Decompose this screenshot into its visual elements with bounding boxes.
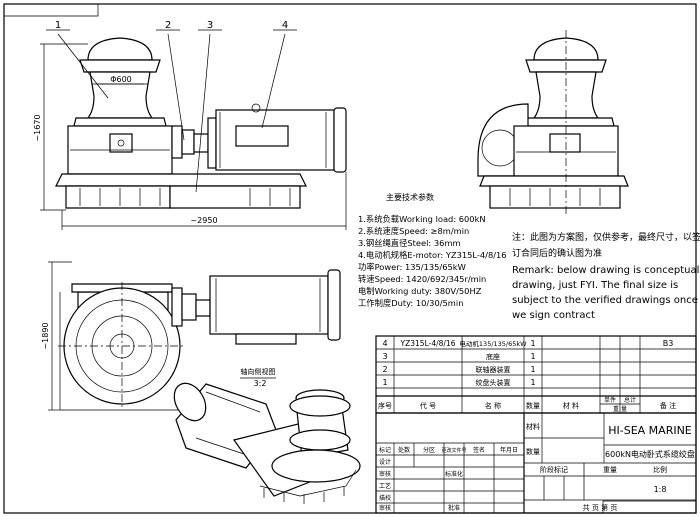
- callout-1: 1: [55, 20, 61, 31]
- bom-header-material: 材 料: [563, 401, 579, 410]
- bom-row-name: 底座: [486, 352, 500, 361]
- rev-col-count: 处数: [398, 446, 410, 454]
- sheet-border: [3, 3, 697, 514]
- length-dim: ~2950: [190, 216, 217, 225]
- diameter-dim: Φ600: [110, 75, 132, 84]
- note-en-1: Remark: below drawing is conceptual: [512, 265, 699, 276]
- rev-col-doc: 更改文件号: [441, 447, 466, 454]
- bom-header-weight: 重 量: [613, 405, 627, 413]
- axon-view: [173, 377, 361, 504]
- role-trace: 描校: [379, 494, 391, 502]
- corner-tag: [4, 3, 99, 17]
- rev-col-sign: 签名: [473, 446, 485, 454]
- note-cn-1: 注：此图为方案图，仅供参考，最终尺寸，以签: [512, 231, 700, 243]
- role-design: 设计: [379, 458, 391, 466]
- bom-row-name: 绞盘头装置: [476, 378, 511, 387]
- drawing-title: 600kN电动卧式系缆绞盘: [605, 449, 695, 459]
- rev-col-zone: 分区: [423, 446, 435, 454]
- note-cn-2: 订合同后的确认图为准: [512, 247, 602, 259]
- bom-header-code: 代 号: [420, 401, 436, 410]
- scale-label: 比例: [653, 465, 667, 474]
- rev-col-mark: 标记: [379, 446, 391, 454]
- role-standard: 标准化: [445, 470, 463, 478]
- bom-header-qty: 数量: [526, 401, 540, 410]
- bom-row-name: 联轴器装置: [476, 365, 511, 374]
- material-label: 材料: [526, 422, 540, 431]
- front-view: [40, 29, 347, 230]
- bom-row-code: YZ315L-4/8/16: [400, 339, 456, 348]
- bom-row-no: 1: [382, 378, 387, 387]
- scale-value: 1:8: [654, 485, 667, 494]
- weight-label: 重量: [603, 466, 617, 474]
- company-name: HI-SEA MARINE: [608, 424, 692, 437]
- role-process: 工艺: [379, 482, 391, 490]
- axon-scale: 3:2: [254, 379, 267, 388]
- params-heading: 主要技术参数: [386, 192, 434, 202]
- bom-row-no: 3: [382, 352, 387, 361]
- note-en-2: drawing, just FYI. The final size is: [512, 280, 678, 291]
- bom-row-qty: 1: [530, 339, 535, 348]
- bom-row-qty: 1: [530, 352, 535, 361]
- corner-tag-bottom: [602, 500, 696, 513]
- stage-mark-label: 阶段标记: [540, 465, 568, 474]
- param-line-2: 2.系统速度Speed: ≥8m/min: [358, 226, 469, 236]
- callout-2: 2: [165, 20, 171, 31]
- callout-3: 3: [207, 20, 213, 31]
- param-line-8: 工作制度Duty: 10/30/5min: [358, 298, 463, 308]
- bom-header-name: 名 称: [485, 401, 501, 410]
- axon-label: 轴向侧视图: [241, 367, 276, 376]
- side-view: [477, 30, 629, 215]
- top-view: [48, 261, 341, 411]
- bom-header-unit: 单件: [604, 396, 616, 404]
- bom-row-no: 2: [382, 365, 387, 374]
- bom-row-name: 电动机135/135/65kW: [459, 339, 527, 348]
- bom-row-qty: 1: [530, 378, 535, 387]
- callout-4: 4: [282, 20, 288, 31]
- height-dim: ~1670: [33, 114, 42, 141]
- role-approve: 批准: [448, 504, 460, 512]
- width-dim: ~1890: [41, 322, 50, 349]
- param-line-5: 功率Power: 135/135/65kW: [358, 262, 466, 272]
- quantity-label: 数量: [526, 447, 540, 456]
- param-line-1: 1.系统负载Working load: 600kN: [358, 214, 486, 224]
- param-line-6: 转速Speed: 1420/692/345r/min: [358, 274, 486, 284]
- note-en-3: subject to the verified drawings once: [512, 295, 698, 306]
- role-review: 审核: [379, 470, 391, 478]
- param-line-4: 4.电动机规格E-motor: YZ315L-4/8/16: [358, 250, 507, 260]
- bom-row-qty: 1: [530, 365, 535, 374]
- note-en-4: we sign contract: [512, 310, 595, 321]
- bom-row-remark: B3: [663, 339, 674, 348]
- bom-header-total: 总计: [624, 396, 636, 404]
- bom-header-remark: 备 注: [660, 401, 676, 410]
- role-audit: 审核: [379, 504, 391, 512]
- rev-col-date: 年月日: [500, 446, 518, 454]
- sheet-count: 共 页 第 页: [583, 503, 618, 512]
- bom-table: [375, 335, 697, 414]
- title-block: [375, 412, 697, 514]
- param-line-7: 电制Working duty: 380V/50HZ: [358, 286, 482, 296]
- param-line-3: 3.钢丝绳直径Steel: 36mm: [358, 238, 461, 248]
- bom-row-no: 4: [382, 339, 387, 348]
- bom-header-no: 序号: [378, 401, 392, 410]
